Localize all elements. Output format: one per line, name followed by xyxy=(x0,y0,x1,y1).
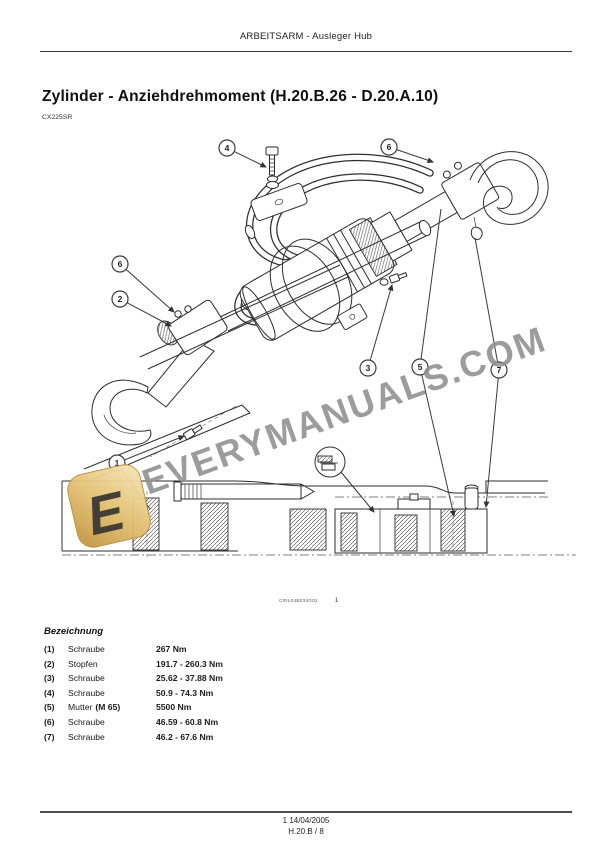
callout-circle-3 xyxy=(359,359,377,377)
legend-item-name: Schraube xyxy=(68,687,105,698)
callout-leader-line xyxy=(483,378,499,508)
callout-number: 3 xyxy=(366,363,371,373)
legend-item-torque: 46.59 - 60.8 Nm xyxy=(156,716,219,727)
legend-heading: Bezeichnung xyxy=(44,626,104,637)
legend-item-name: Schraube xyxy=(68,716,105,727)
legend-item-number: (7) xyxy=(44,731,55,742)
callout-leader-line xyxy=(474,237,498,362)
callout-leader-line xyxy=(369,284,394,360)
legend-rows: (1) Schraube 267 Nm (2) Stopfen 191.7 - … xyxy=(44,644,424,742)
legend-item-torque: 267 Nm xyxy=(156,644,187,654)
legend-item-number: (2) xyxy=(44,658,55,669)
callout-leader-line xyxy=(421,375,456,517)
callout-number: 1 xyxy=(115,458,120,468)
footer-divider xyxy=(40,811,572,813)
watermark-logo: E xyxy=(67,464,151,548)
callout-circle-2 xyxy=(111,290,129,308)
footer-page-number: H.20.B / 8 xyxy=(288,827,324,836)
legend-item-number: (5) xyxy=(44,702,55,713)
callout-leader-line xyxy=(126,269,175,313)
callout-number: 5 xyxy=(418,362,423,372)
legend-item-torque: 5500 Nm xyxy=(156,702,192,713)
figure-id: CRIL04B034G02 xyxy=(279,598,318,603)
legend-item-name: Schraube xyxy=(68,644,105,654)
page-title: Zylinder - Anziehdrehmoment (H.20.B.26 -… xyxy=(42,88,439,105)
callout-number: 6 xyxy=(387,142,392,152)
legend-item-number: (6) xyxy=(44,716,55,727)
callout-number: 6 xyxy=(118,259,123,269)
callout-circle-5 xyxy=(411,358,429,376)
legend-table: Bezeichnung (1) Schraube 267 Nm (2) Stop… xyxy=(44,626,424,742)
legend-item-name: Schraube xyxy=(68,673,105,684)
callout-number: 7 xyxy=(497,365,502,375)
detail-circle xyxy=(314,446,375,513)
legend-item-name: Schraube xyxy=(68,731,105,742)
callout-circle-6 xyxy=(111,255,129,273)
figure-number: 1 xyxy=(334,597,339,604)
legend-item-torque: 46.2 - 67.6 Nm xyxy=(156,731,214,742)
callout-number: 4 xyxy=(225,143,230,153)
legend-item-number: (1) xyxy=(44,644,55,654)
legend-item-torque: 50.9 - 74.3 Nm xyxy=(156,687,214,698)
callout-leader-line xyxy=(127,302,172,327)
callout-leader-line xyxy=(124,435,185,461)
upper-cylinder-drawing xyxy=(234,146,549,341)
figure-caption: CRIL04B034G02 1 xyxy=(279,597,338,604)
legend-item-number: (3) xyxy=(44,673,55,684)
callout-leader-line xyxy=(234,151,267,168)
callout-leader-line xyxy=(396,149,434,164)
callout-number: 2 xyxy=(118,294,123,304)
legend-item-name: Stopfen xyxy=(68,658,98,669)
legend-item-name: Mutter(M 65) xyxy=(68,702,121,713)
callout-leader-line xyxy=(420,208,442,359)
callout-circle-7 xyxy=(490,361,508,379)
legend-item-torque: 191.7 - 260.3 Nm xyxy=(156,658,223,669)
footer-revision-date: 1 14/04/2005 xyxy=(282,816,330,825)
legend-item-torque: 25.62 - 37.88 Nm xyxy=(156,673,223,684)
running-header: ARBEITSARM - Ausleger Hub xyxy=(239,31,373,42)
callout-circle-4 xyxy=(218,139,236,157)
model-code: CX225SR xyxy=(42,114,73,121)
callout-circle-6 xyxy=(380,138,398,156)
legend-item-number: (4) xyxy=(44,687,55,698)
header-divider xyxy=(40,51,572,52)
